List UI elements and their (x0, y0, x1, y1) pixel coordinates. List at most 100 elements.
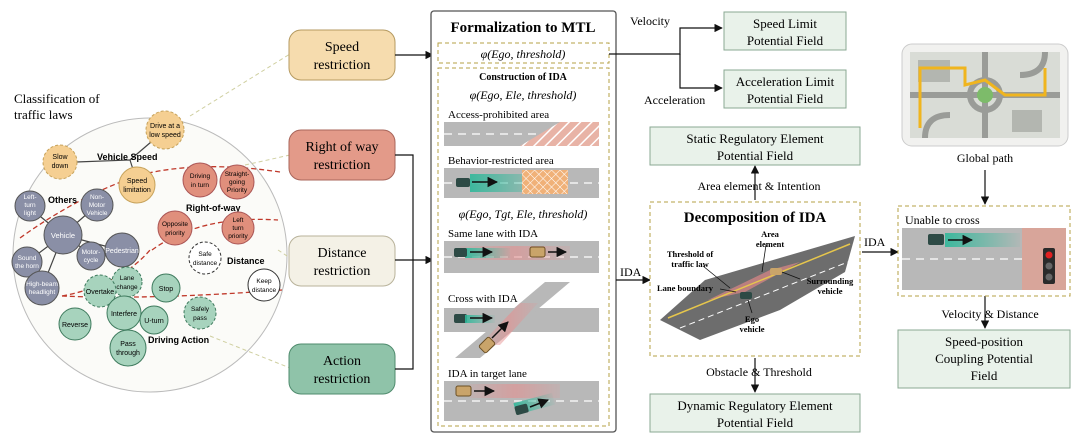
node-straight-going-priority (219, 164, 255, 200)
node-uturn (139, 305, 169, 335)
svg-text:Vehicle: Vehicle (51, 231, 75, 240)
svg-text:Threshold of: Threshold of (667, 249, 714, 259)
svg-text:Potential Field: Potential Field (717, 415, 794, 430)
svg-text:Dynamic Regulatory Element: Dynamic Regulatory Element (677, 398, 833, 413)
svg-text:headlight: headlight (29, 289, 56, 296)
svg-text:Motor-: Motor- (82, 249, 101, 256)
boundary-line (151, 218, 279, 251)
svg-text:Priority: Priority (227, 187, 248, 194)
svg-text:restriction: restriction (314, 158, 371, 173)
mtl-panel: Formalization to MTL φ(Ego, threshold) C… (430, 10, 617, 433)
svg-text:down: down (52, 163, 69, 170)
svg-text:restriction: restriction (314, 372, 371, 387)
node-left-turn-light (14, 190, 46, 222)
node-stop (151, 273, 181, 303)
restriction-arrows (395, 50, 434, 370)
node-overtake (83, 274, 117, 308)
surrounding-car-icon (770, 268, 782, 275)
svg-text:Interfere: Interfere (111, 311, 137, 318)
svg-text:through: through (116, 350, 140, 357)
node-vehicle (43, 215, 83, 255)
svg-text:Safe: Safe (198, 251, 212, 258)
svg-text:Sound: Sound (18, 255, 37, 262)
svg-text:light: light (24, 210, 36, 217)
restricted-area (522, 170, 568, 194)
svg-text:Overtake: Overtake (86, 289, 115, 296)
ego-car-icon (514, 403, 529, 415)
global-path-label: Global path (957, 151, 1013, 165)
coupling-field-box (897, 329, 1071, 389)
svg-text:Reverse: Reverse (62, 322, 88, 329)
svg-text:Pedestrian: Pedestrian (105, 248, 139, 255)
ida-label-right: IDA (864, 235, 886, 249)
node-keep-distance (247, 268, 281, 302)
global-path-route (918, 66, 1047, 128)
obstacle-threshold-label: Obstacle & Threshold (706, 365, 812, 379)
svg-text:turn: turn (24, 202, 36, 209)
node-reverse (58, 307, 92, 341)
svg-text:restriction: restriction (314, 58, 371, 73)
node-pass-through (109, 329, 147, 367)
svg-text:Distance: Distance (318, 246, 367, 261)
svg-text:vehicle: vehicle (739, 324, 764, 334)
svg-text:Left-: Left- (23, 194, 36, 201)
svg-text:Straight-: Straight- (225, 171, 250, 178)
node-high-beam (24, 270, 60, 306)
svg-text:priority: priority (228, 233, 248, 240)
group-distance: Distance (227, 256, 265, 266)
area-intention-label: Area element & Intention (698, 179, 821, 193)
node-motorcycle (76, 241, 106, 271)
svg-text:Potential Field: Potential Field (717, 148, 794, 163)
svg-text:traffic law: traffic law (671, 259, 709, 269)
svg-text:Lane boundary: Lane boundary (657, 283, 714, 293)
svg-text:High-beam: High-beam (26, 281, 58, 288)
field-arrows (609, 23, 990, 393)
svg-text:Driving: Driving (190, 173, 211, 180)
svg-text:Motor: Motor (89, 202, 106, 209)
distance-restriction-box (288, 235, 396, 287)
svg-text:in turn: in turn (191, 182, 209, 189)
dynamic-regulatory-field-box (649, 393, 861, 433)
svg-text:Acceleration Limit: Acceleration Limit (736, 74, 835, 89)
svg-text:Potential Field: Potential Field (747, 91, 824, 106)
svg-text:Speed: Speed (325, 40, 359, 55)
svg-text:Right of way: Right of way (305, 140, 378, 155)
tgt-formula: φ(Ego, Tgt, Ele, threshold) (459, 207, 588, 221)
node-safe-distance (188, 241, 222, 275)
target-car-icon (529, 246, 546, 258)
svg-text:Speed Limit: Speed Limit (753, 16, 817, 31)
ego-car-icon (928, 234, 944, 245)
speed-formula-box (437, 42, 610, 64)
group-driving-action: Driving Action (148, 335, 209, 345)
svg-text:Keep: Keep (256, 278, 272, 285)
decomposition-title: Decomposition of IDA (684, 210, 827, 226)
unable-to-cross-label: Unable to cross (905, 213, 980, 227)
prohibited-area (520, 122, 599, 146)
group-vehicle-speed: Vehicle Speed (97, 152, 158, 162)
svg-text:Left: Left (233, 217, 244, 224)
classification-connectors (189, 53, 291, 369)
svg-text:Surrounding: Surrounding (807, 276, 854, 286)
svg-text:Access-prohibited area: Access-prohibited area (448, 109, 549, 121)
velocity-label: Velocity (630, 14, 670, 28)
svg-text:distance: distance (252, 287, 277, 294)
svg-text:Action: Action (323, 354, 361, 369)
node-drive-low-speed (145, 110, 185, 150)
node-speed-limitation (118, 166, 156, 204)
node-opposite-priority (157, 210, 193, 246)
acceleration-label: Acceleration (644, 93, 705, 107)
svg-text:Stop: Stop (159, 286, 174, 293)
target-car-icon (478, 336, 496, 354)
node-slow-down (42, 144, 78, 180)
group-right-of-way: Right-of-way (186, 203, 241, 213)
node-non-motor-vehicle (80, 188, 114, 222)
unable-to-cross-panel: Unable to cross (897, 205, 1071, 297)
node-driving-in-turn (182, 162, 218, 198)
svg-text:Speed-position: Speed-position (945, 334, 1023, 349)
group-others: Others (48, 195, 77, 205)
svg-text:restriction: restriction (314, 264, 371, 279)
node-safely-pass (183, 296, 217, 330)
svg-text:Safely: Safely (191, 306, 210, 313)
svg-text:IDA in target lane: IDA in target lane (448, 368, 527, 380)
